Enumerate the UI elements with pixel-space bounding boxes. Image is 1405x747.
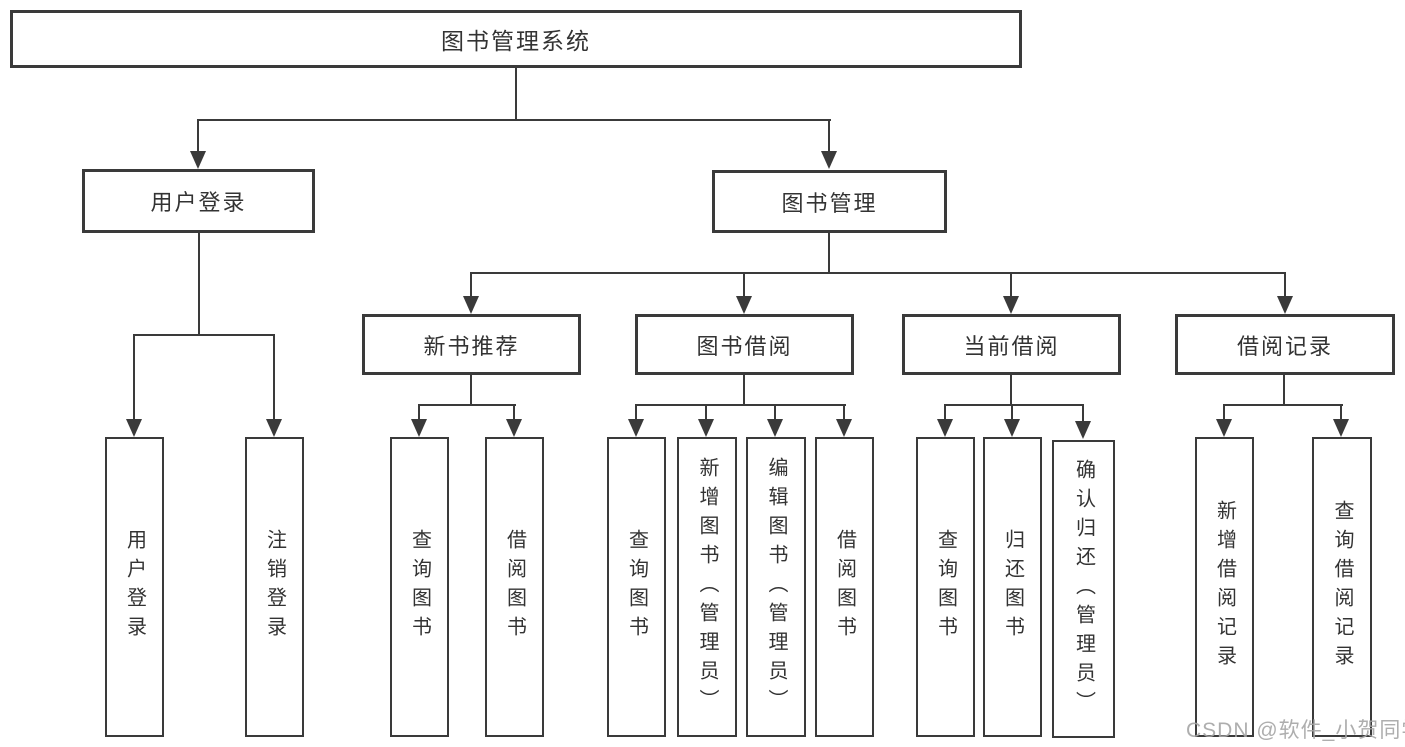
connector [705, 404, 707, 421]
arrowhead-down-icon [937, 419, 953, 437]
leaf-return-books: 归还图书 [983, 437, 1042, 737]
arrowhead-down-icon [736, 296, 752, 314]
leaf-user-login: 用户登录 [105, 437, 164, 737]
csdn-watermark: CSDN @软件_小贺同学 [1186, 719, 1405, 742]
arrowhead-down-icon [411, 419, 427, 437]
connector [1010, 272, 1012, 298]
connector [635, 404, 637, 421]
connector [1340, 404, 1342, 421]
connector [828, 233, 830, 274]
arrowhead-down-icon [1003, 296, 1019, 314]
connector [470, 272, 1286, 274]
connector [470, 272, 472, 298]
arrowhead-down-icon [1004, 419, 1020, 437]
connector [944, 404, 946, 421]
leaf-borrow-books: 借阅图书 [485, 437, 544, 737]
node-book-borrowing: 图书借阅 [635, 314, 854, 375]
arrowhead-down-icon [190, 151, 206, 169]
arrowhead-down-icon [506, 419, 522, 437]
arrowhead-down-icon [1333, 419, 1349, 437]
node-user-login: 用户登录 [82, 169, 315, 233]
arrowhead-down-icon [821, 151, 837, 169]
connector [133, 334, 135, 421]
connector [198, 233, 200, 336]
leaf-query-books: 查询图书 [607, 437, 666, 737]
connector [470, 375, 472, 406]
arrowhead-down-icon [1277, 296, 1293, 314]
leaf-add-borrow-record: 新增借阅记录 [1195, 437, 1254, 737]
connector [197, 119, 831, 121]
connector [743, 375, 745, 406]
connector [944, 404, 1084, 406]
arrowhead-down-icon [266, 419, 282, 437]
arrowhead-down-icon [698, 419, 714, 437]
arrowhead-down-icon [836, 419, 852, 437]
leaf-confirm-return-admin: 确认归还（管理员） [1052, 440, 1115, 738]
connector [843, 404, 845, 421]
connector [743, 272, 745, 298]
connector [513, 404, 515, 421]
connector [133, 334, 275, 336]
leaf-edit-book-admin: 编辑图书（管理员） [746, 437, 806, 737]
connector [1283, 375, 1285, 406]
connector [635, 404, 846, 406]
arrowhead-down-icon [628, 419, 644, 437]
connector [1011, 404, 1013, 421]
arrowhead-down-icon [1216, 419, 1232, 437]
node-current-borrowing: 当前借阅 [902, 314, 1121, 375]
leaf-query-borrow-record: 查询借阅记录 [1312, 437, 1372, 737]
connector [1284, 272, 1286, 298]
leaf-borrow-books: 借阅图书 [815, 437, 874, 737]
connector [828, 119, 830, 153]
connector [1223, 404, 1343, 406]
leaf-add-book-admin: 新增图书（管理员） [677, 437, 737, 737]
connector [418, 404, 516, 406]
arrowhead-down-icon [1075, 421, 1091, 439]
arrowhead-down-icon [126, 419, 142, 437]
node-library-management-system: 图书管理系统 [10, 10, 1022, 68]
connector [273, 334, 275, 421]
node-new-book-recommendation: 新书推荐 [362, 314, 581, 375]
connector [418, 404, 420, 421]
connector [515, 68, 517, 121]
arrowhead-down-icon [767, 419, 783, 437]
node-book-management: 图书管理 [712, 170, 947, 233]
connector [1010, 375, 1012, 406]
connector [1223, 404, 1225, 421]
connector [197, 119, 199, 153]
leaf-query-books: 查询图书 [916, 437, 975, 737]
leaf-query-books: 查询图书 [390, 437, 449, 737]
leaf-logout: 注销登录 [245, 437, 304, 737]
connector [1082, 404, 1084, 423]
arrowhead-down-icon [463, 296, 479, 314]
connector [774, 404, 776, 421]
node-borrowing-records: 借阅记录 [1175, 314, 1395, 375]
